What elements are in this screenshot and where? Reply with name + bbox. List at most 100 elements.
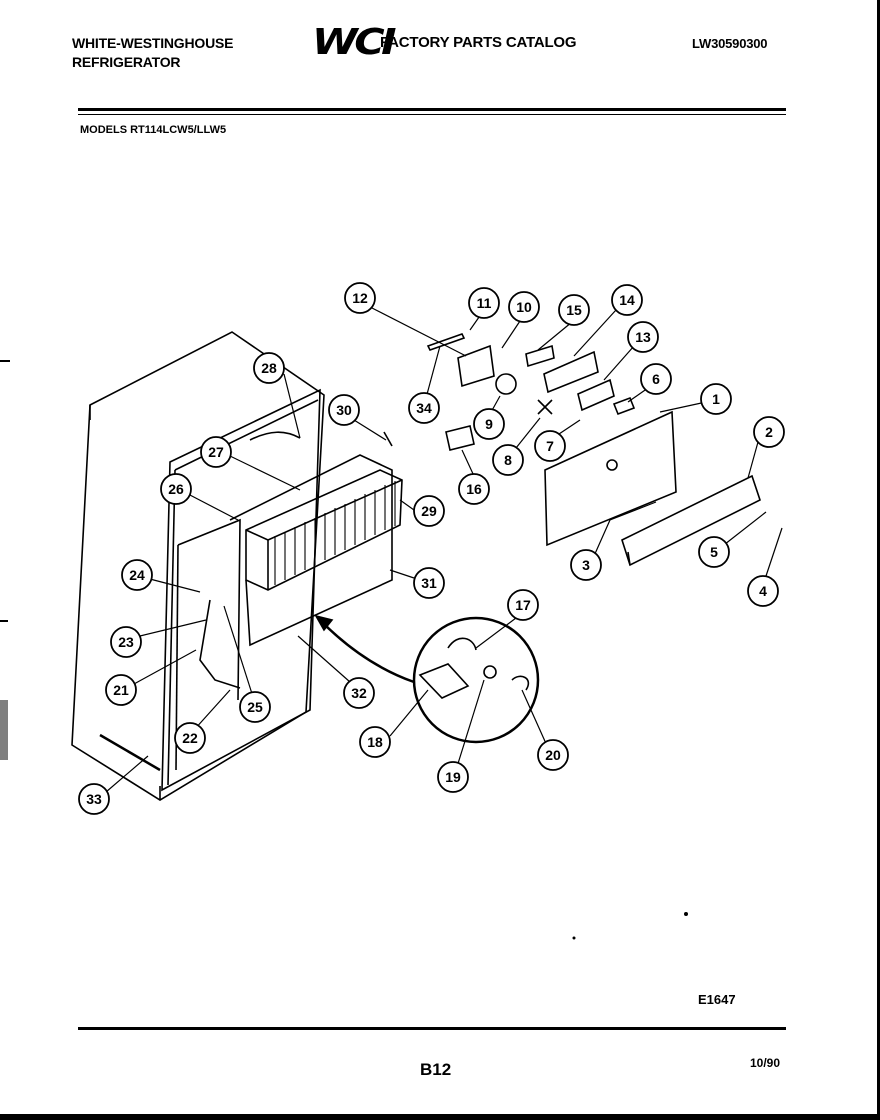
drain-tube [199, 599, 241, 689]
callout-label: 26 [168, 481, 184, 497]
callout-31: 31 [413, 567, 445, 599]
part-34 [426, 333, 466, 351]
document-number: LW30590300 [692, 36, 768, 51]
callout-label: 8 [504, 452, 512, 468]
header-rule-thick [78, 108, 786, 111]
footer-rule [78, 1027, 786, 1030]
callout-label: 1 [712, 391, 720, 407]
callout-34: 34 [408, 392, 440, 424]
callout-label: 3 [582, 557, 590, 573]
callout-label: 25 [247, 699, 263, 715]
callout-32: 32 [343, 677, 375, 709]
callout-label: 4 [759, 583, 767, 599]
callout-label: 34 [416, 400, 432, 416]
inset-arrow [321, 621, 415, 684]
callout-20: 20 [537, 739, 569, 771]
callout-30: 30 [328, 394, 360, 426]
models-line: MODELS RT114LCW5/LLW5 [80, 124, 227, 136]
scan-mark [0, 620, 8, 622]
scan-mark [0, 700, 8, 760]
control-housing [621, 474, 761, 567]
callout-label: 28 [261, 360, 277, 376]
callout-label: 27 [208, 444, 224, 460]
part-11-bracket [457, 344, 495, 388]
callout-label: 13 [635, 329, 651, 345]
scan-mark [0, 360, 10, 362]
callout-label: 10 [516, 299, 532, 315]
callout-label: 7 [546, 438, 554, 454]
callout-23: 23 [110, 626, 142, 658]
manufacturer-name: WHITE-WESTINGHOUSE [72, 35, 234, 51]
revision-date: 10/90 [750, 1056, 781, 1070]
wci-logo: WCI [312, 22, 397, 63]
callout-3: 3 [570, 549, 602, 581]
callout-15: 15 [558, 294, 590, 326]
callout-label: 21 [113, 682, 129, 698]
callout-label: 2 [765, 424, 773, 440]
callout-19: 19 [437, 761, 469, 793]
callout-label: 18 [367, 734, 383, 750]
callout-6: 6 [640, 363, 672, 395]
callout-5: 5 [698, 536, 730, 568]
callout-label: 9 [485, 416, 493, 432]
callout-1: 1 [700, 383, 732, 415]
part-9-motor [495, 373, 517, 395]
detail-inset [412, 616, 540, 744]
callout-26: 26 [160, 473, 192, 505]
callout-13: 13 [627, 321, 659, 353]
callout-29: 29 [413, 495, 445, 527]
evaporator-cover [229, 454, 393, 647]
callout-label: 22 [182, 730, 198, 746]
callout-label: 23 [118, 634, 134, 650]
part-6 [612, 396, 636, 416]
scan-speck [572, 936, 576, 940]
callout-14: 14 [611, 284, 643, 316]
callout-label: 33 [86, 791, 102, 807]
callout-label: 11 [477, 295, 492, 311]
callout-28: 28 [253, 352, 285, 384]
callout-label: 30 [336, 402, 352, 418]
part-13 [577, 378, 615, 412]
callout-12: 12 [344, 282, 376, 314]
page-number: B12 [420, 1060, 452, 1079]
callout-label: 17 [515, 597, 531, 613]
part-8-fan [537, 399, 553, 415]
part-30 [383, 431, 393, 447]
callout-label: 20 [545, 747, 561, 763]
callout-label: 32 [351, 685, 367, 701]
evaporator-coil [245, 469, 403, 591]
callout-9: 9 [473, 408, 505, 440]
callout-label: 16 [466, 481, 482, 497]
callout-4: 4 [747, 575, 779, 607]
callout-label: 19 [445, 769, 461, 785]
callout-17: 17 [507, 589, 539, 621]
callout-7: 7 [534, 430, 566, 462]
callout-11: 11 [468, 287, 500, 319]
callout-8: 8 [492, 444, 524, 476]
product-type: REFRIGERATOR [72, 54, 181, 70]
part-16 [445, 425, 475, 451]
callout-label: 29 [421, 503, 437, 519]
callout-24: 24 [121, 559, 153, 591]
callout-label: 24 [129, 567, 145, 583]
callout-22: 22 [174, 722, 206, 754]
cabinet-liner [161, 388, 321, 792]
callout-label: 5 [710, 544, 718, 560]
callout-label: 6 [652, 371, 660, 387]
control-panel [544, 410, 677, 547]
figure-id: E1647 [698, 992, 736, 1007]
catalog-title: FACTORY PARTS CATALOG [380, 34, 577, 51]
callout-25: 25 [239, 691, 271, 723]
callout-label: 12 [352, 290, 368, 306]
header-rule-thin [78, 114, 786, 115]
callout-16: 16 [458, 473, 490, 505]
part-14 [543, 350, 599, 394]
callout-27: 27 [200, 436, 232, 468]
callout-33: 33 [78, 783, 110, 815]
callout-2: 2 [753, 416, 785, 448]
callout-18: 18 [359, 726, 391, 758]
part-15 [525, 344, 555, 368]
callout-label: 15 [566, 302, 582, 318]
scan-speck [684, 912, 688, 916]
